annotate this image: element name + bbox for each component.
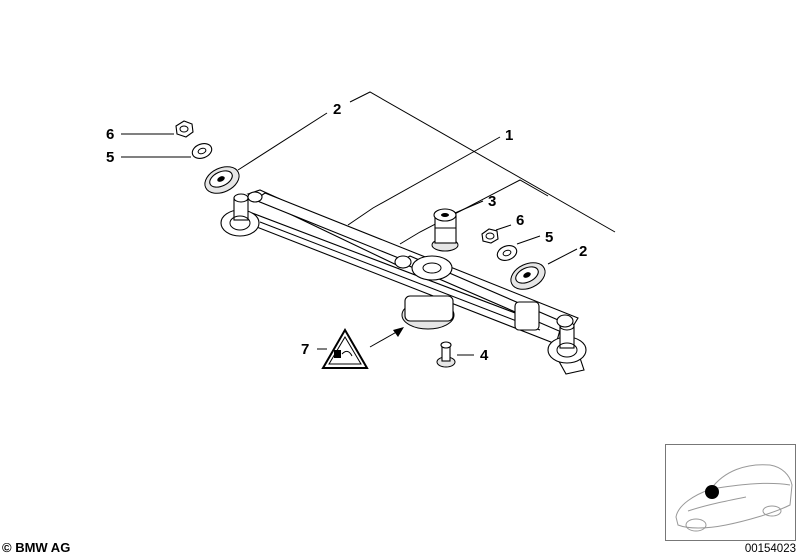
screw-icon bbox=[436, 341, 456, 368]
callout-6: 6 bbox=[516, 212, 524, 229]
leader-item-5-right bbox=[516, 235, 541, 245]
location-marker-icon bbox=[705, 485, 719, 499]
callout-1: 1 bbox=[505, 127, 513, 144]
leader-item-6-right bbox=[495, 224, 512, 231]
callout-5: 5 bbox=[106, 149, 114, 166]
car-icon bbox=[675, 464, 793, 532]
bushing-icon bbox=[204, 166, 240, 194]
warning-triangle-icon bbox=[321, 328, 369, 369]
callout-4: 4 bbox=[480, 347, 489, 364]
leader-item-3 bbox=[399, 179, 549, 245]
callout-3: 3 bbox=[488, 193, 496, 210]
document-number: 00154023 bbox=[744, 543, 796, 555]
grommet-icon bbox=[431, 208, 459, 252]
nut-icon bbox=[481, 228, 499, 244]
washer-icon bbox=[191, 143, 213, 159]
callout-2: 2 bbox=[579, 243, 587, 260]
callout-2: 2 bbox=[333, 101, 341, 118]
leader-item-1 bbox=[347, 136, 501, 226]
vehicle-locator-thumbnail bbox=[665, 444, 796, 541]
washer-icon bbox=[496, 245, 518, 261]
bushing-icon bbox=[510, 262, 546, 290]
direction-arrow bbox=[369, 327, 404, 348]
wiper-linkage-frame bbox=[220, 189, 587, 375]
callout-6: 6 bbox=[106, 126, 114, 143]
nut-icon bbox=[175, 120, 194, 138]
bracket-item-2 bbox=[237, 91, 616, 265]
callout-7: 7 bbox=[301, 341, 309, 358]
copyright-text: © BMW AG bbox=[2, 540, 71, 555]
callout-5: 5 bbox=[545, 229, 553, 246]
